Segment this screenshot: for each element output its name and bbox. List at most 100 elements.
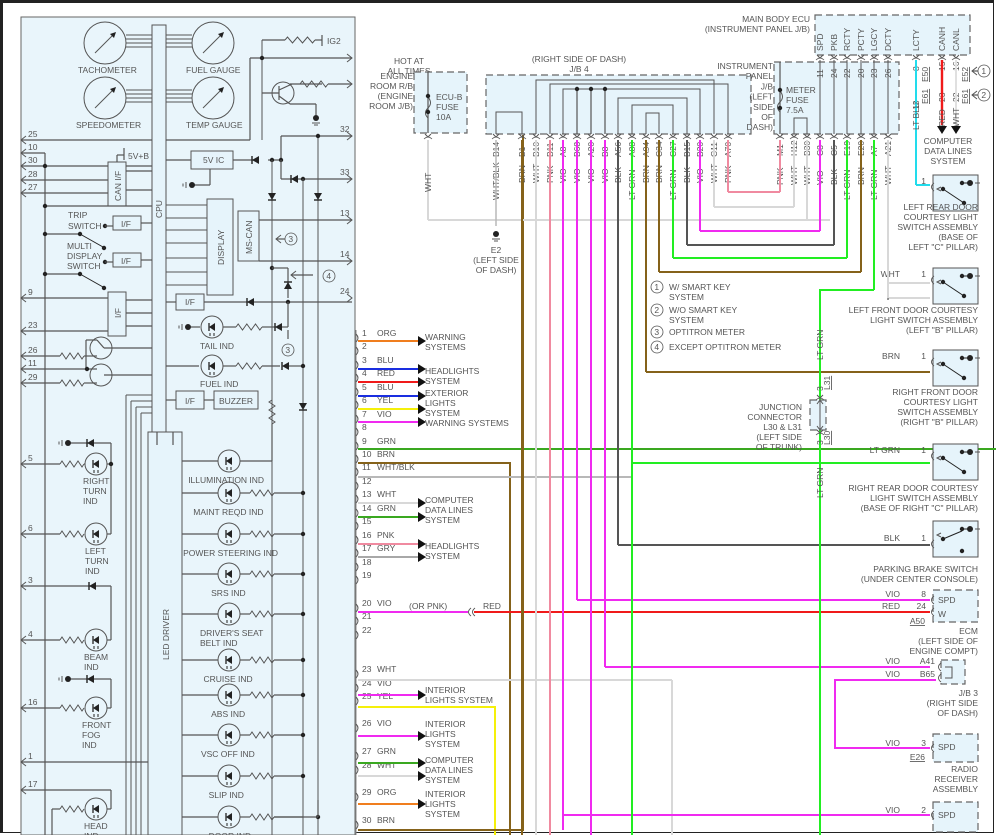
- label-line: RIGHT REAR DOOR COURTESY: [848, 483, 978, 493]
- label-line: FOG: [82, 730, 100, 740]
- ip-pin-connector: [776, 133, 784, 138]
- pin-29-wire-color: ORG: [377, 787, 396, 797]
- pin-9-wire-color: GRN: [377, 436, 396, 446]
- switch-wire-label: LT GRN: [870, 445, 900, 455]
- ecu-terminal-pkb: PKB: [829, 34, 839, 51]
- arrow-to-system-icon: [418, 690, 426, 700]
- arrow-to-system-icon: [418, 731, 426, 741]
- label-line: OF: [761, 112, 773, 122]
- jb4-internal: [617, 97, 688, 134]
- label-line: MULTI: [67, 241, 92, 251]
- pin-arrow: [20, 293, 27, 303]
- door-ind-label: DOOR IND: [209, 831, 252, 835]
- illum-ind-label: ILLUMINATION IND: [188, 475, 264, 485]
- pin-21-number: 21: [362, 611, 372, 621]
- tachometer-label: TACHOMETER: [78, 65, 137, 75]
- junction-dot: [425, 93, 431, 99]
- label-line: COMPUTER: [425, 755, 474, 765]
- gauge-needle-tip: [218, 32, 224, 38]
- arrow-to-system-icon: [418, 552, 426, 562]
- legend-num-1: [650, 280, 664, 294]
- wire: [945, 666, 953, 679]
- label-line: HEADLIGHTS: [425, 366, 480, 376]
- label-line: LEFT "C" PILLAR): [908, 242, 978, 252]
- pin-26-number: 26: [362, 718, 372, 728]
- pin-27-wire-color: GRN: [377, 746, 396, 756]
- resistor-icon: [59, 352, 85, 360]
- lt-grn-label: LT GRN: [815, 330, 825, 360]
- pin-19-number: 19: [362, 570, 372, 580]
- legend-num-3: [650, 325, 664, 339]
- label-line: DATA LINES: [924, 146, 972, 156]
- ecm-connector: [931, 595, 935, 605]
- switch-dot: [959, 526, 965, 532]
- label-line: LEFT REAR DOOR: [904, 202, 978, 212]
- switch-blade: [79, 273, 104, 288]
- slip-ind-label: SLIP IND: [209, 790, 244, 800]
- led-diode: [93, 636, 99, 644]
- label-line: LIGHTS: [425, 398, 456, 408]
- fuel-gauge-label: FUEL GAUGE: [186, 65, 241, 75]
- connector-icon: [355, 669, 359, 679]
- connector-icon: [355, 792, 359, 802]
- pin-28-label: 28: [28, 169, 38, 179]
- pin-1-label: 1: [28, 751, 33, 761]
- ip-internal: [793, 117, 808, 134]
- jb3-box: [940, 659, 966, 685]
- pin-10-number: 10: [362, 449, 372, 459]
- connector-icon: [355, 414, 359, 424]
- junction-dot: [300, 531, 306, 537]
- pin-18-number: 18: [362, 557, 372, 567]
- junction-dot: [300, 490, 306, 496]
- junction-dot: [42, 231, 48, 237]
- arrow-to-system-icon: [418, 364, 426, 374]
- pin-arrow: [20, 581, 27, 591]
- junction-dot: [425, 109, 431, 115]
- connector-cup: [775, 136, 785, 140]
- connector-cup: [627, 136, 637, 140]
- or-pnk-label: (OR PNK): [409, 601, 447, 611]
- ecu-terminal-lgcy: LGCY: [869, 28, 879, 51]
- ground-icon: [65, 676, 71, 682]
- diode-icon: [87, 675, 94, 683]
- pin-1-wire-color: ORG: [377, 328, 396, 338]
- label-line: (LEFT SIDE: [756, 432, 802, 442]
- junction-dot: [42, 271, 48, 277]
- resistor-icon: [249, 813, 275, 821]
- label-line: SYSTEMS: [425, 342, 466, 352]
- ecu-connector: [843, 54, 851, 59]
- pin-6-wire-color: YEL: [377, 395, 393, 405]
- diode-icon: [89, 582, 96, 590]
- can-if-label: CAN I/F: [113, 171, 123, 201]
- pin-9-label: 9: [28, 287, 33, 297]
- led-diode: [226, 610, 232, 618]
- resistor-icon: [59, 530, 85, 538]
- junction-dot: [300, 657, 306, 663]
- pin-25-label: 25: [28, 129, 38, 139]
- connector-icon: [355, 683, 359, 693]
- tail-ind-label: TAIL IND: [200, 341, 234, 351]
- label-line: HEAD: [84, 821, 108, 831]
- if-label: I/F: [185, 396, 195, 406]
- arrow-to-system-icon: [418, 391, 426, 401]
- ecm-w: W: [938, 609, 946, 619]
- callout-number: 2: [654, 305, 659, 315]
- label-line: (RIGHT SIDE: [927, 698, 979, 708]
- resistor-icon: [59, 460, 85, 468]
- label-line: TURN: [85, 556, 109, 566]
- connector-cup: [789, 136, 799, 140]
- connector-cup: [869, 57, 879, 61]
- label-line: L30 & L31: [763, 422, 802, 432]
- label-line: J/B: [761, 81, 774, 91]
- label-line: SYSTEM: [931, 156, 966, 166]
- diode-icon: [282, 362, 289, 370]
- ecu-terminal-lcty: LCTY: [911, 29, 921, 51]
- label-line: IND: [84, 831, 99, 835]
- gauge-needle: [202, 32, 224, 54]
- pin-28-wire-color: WHT: [377, 760, 396, 770]
- pin-10-wire-color: BRN: [377, 449, 395, 459]
- switch-wire-label: WHT: [881, 269, 900, 279]
- label-line: IND: [82, 740, 97, 750]
